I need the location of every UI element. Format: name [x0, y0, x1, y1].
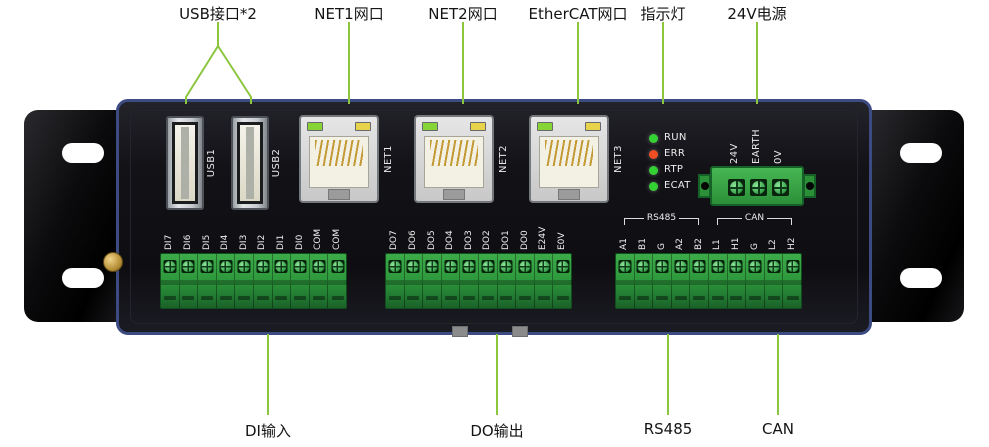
- ethernet-port-net3: [529, 115, 609, 203]
- front-panel-outline: [130, 110, 858, 324]
- mounting-bracket-right: [868, 110, 964, 322]
- net3-label: NET3: [613, 145, 624, 173]
- callout-label-power: 24V电源: [727, 5, 787, 23]
- callout-label-do: DO输出: [470, 422, 524, 440]
- power-terminal: [772, 179, 789, 196]
- usb-slot: [237, 122, 263, 204]
- flange-hole: [805, 182, 814, 190]
- rj45-jack: [309, 136, 369, 188]
- bracket-hole: [62, 143, 104, 163]
- power-connector: [710, 166, 804, 206]
- rj45-jack: [539, 136, 599, 188]
- din-clip-tab: [452, 326, 468, 337]
- activity-led-icon: [585, 122, 601, 131]
- rtp-led-icon: [649, 165, 658, 175]
- bracket-hole: [62, 268, 104, 288]
- err-led-label: ERR: [664, 148, 686, 159]
- bracket-hole: [900, 143, 942, 163]
- rtp-led-label: RTP: [664, 164, 684, 175]
- callout-label-net2: NET2网口: [428, 5, 498, 23]
- activity-led-icon: [355, 122, 371, 131]
- power-terminal: [750, 179, 767, 196]
- ethernet-port-net2: [414, 115, 494, 203]
- rj45-jack: [424, 136, 484, 188]
- din-clip-tab: [512, 326, 528, 337]
- callout-label-rs485: RS485: [643, 420, 693, 438]
- callout-label-net1: NET1网口: [314, 5, 384, 23]
- terminal-screw: [752, 181, 765, 194]
- err-led-icon: [649, 149, 658, 159]
- usb-contact-stripe: [246, 127, 254, 199]
- callout-line-usb1: [185, 45, 219, 104]
- usb-port-2: [231, 116, 269, 210]
- led-run: RUN: [649, 133, 687, 143]
- terminal-screw: [774, 181, 787, 194]
- power-pin-label-24v: 24V: [729, 143, 740, 164]
- net2-label: NET2: [498, 145, 509, 173]
- rj45-contacts: [545, 140, 593, 166]
- callout-label-usb: USB接口*2: [179, 5, 257, 23]
- ecat-led-icon: [649, 181, 658, 191]
- net1-label: NET1: [383, 145, 394, 173]
- rj45-contacts: [315, 140, 363, 166]
- usb1-label: USB1: [206, 148, 217, 178]
- rj45-latch-slot: [328, 189, 350, 200]
- link-led-icon: [307, 122, 323, 131]
- link-led-icon: [537, 122, 553, 131]
- power-flange-right: [803, 174, 816, 198]
- usb2-label: USB2: [271, 148, 282, 178]
- rj45-latch-slot: [443, 189, 465, 200]
- terminal-screw: [730, 181, 743, 194]
- run-led-icon: [649, 133, 658, 143]
- power-pin-label-0v: 0V: [773, 149, 784, 164]
- usb-contact-stripe: [181, 127, 189, 199]
- callout-label-leds: 指示灯: [640, 5, 686, 23]
- link-led-icon: [422, 122, 438, 131]
- rj45-latch-slot: [558, 189, 580, 200]
- bracket-hole: [900, 268, 942, 288]
- led-rtp: RTP: [649, 165, 683, 175]
- ecat-led-label: ECAT: [664, 180, 691, 191]
- callout-label-ethercat: EtherCAT网口: [528, 5, 628, 23]
- mounting-bracket-left: [24, 110, 120, 322]
- usb-slot: [172, 122, 198, 204]
- power-terminal: [728, 179, 745, 196]
- callout-line-usb2: [217, 45, 252, 104]
- ethernet-port-net1: [299, 115, 379, 203]
- rj45-contacts: [430, 140, 478, 166]
- led-ecat: ECAT: [649, 181, 691, 191]
- callout-label-can: CAN: [762, 420, 794, 438]
- power-pin-label-earth: EARTH: [751, 128, 762, 164]
- usb-port-1: [166, 116, 204, 210]
- flange-hole: [700, 182, 709, 190]
- callout-label-di: DI输入: [245, 422, 291, 440]
- led-err: ERR: [649, 149, 685, 159]
- activity-led-icon: [470, 122, 486, 131]
- run-led-label: RUN: [664, 132, 687, 143]
- ground-screw: [103, 252, 123, 272]
